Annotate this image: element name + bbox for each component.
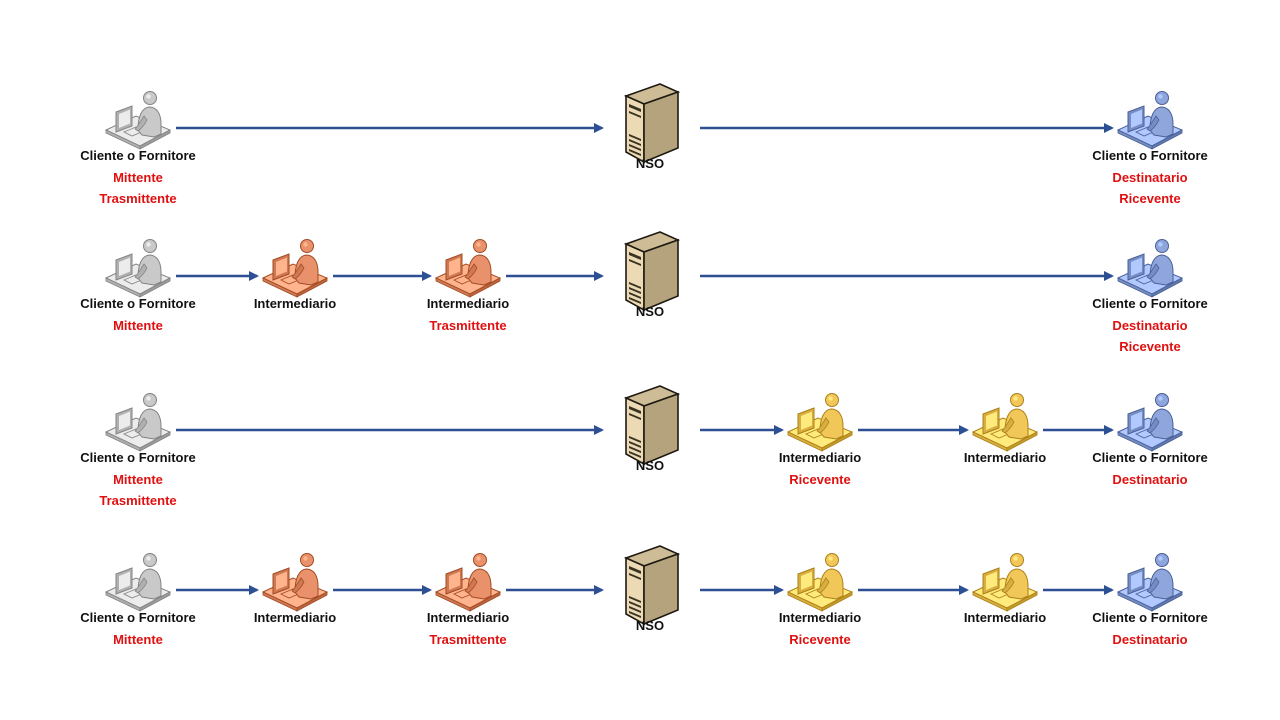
- node-name-label: Intermediario: [963, 450, 1047, 465]
- node-name-label: Cliente o Fornitore: [1092, 148, 1208, 163]
- node-name-label: Intermediario: [778, 450, 862, 465]
- node-name-label: Cliente o Fornitore: [80, 450, 196, 465]
- role-label: Ricevente: [789, 472, 851, 487]
- person-at-computer-icon: [1116, 91, 1184, 150]
- node-name-label: Cliente o Fornitore: [1092, 296, 1208, 311]
- person-at-computer-icon: [104, 91, 172, 150]
- person-at-computer-icon: [786, 393, 854, 452]
- node-name-label: Intermediario: [963, 610, 1047, 625]
- role-label: Mittente: [113, 318, 163, 333]
- role-label: Ricevente: [789, 632, 851, 647]
- role-label: Mittente: [113, 632, 163, 647]
- role-label: Trasmittente: [99, 493, 177, 508]
- node-name-label: Intermediario: [426, 296, 510, 311]
- role-label: Mittente: [113, 170, 163, 185]
- server-icon: [623, 545, 681, 626]
- server-icon: [623, 83, 681, 164]
- person-at-computer-icon: [104, 553, 172, 612]
- role-label: Trasmittente: [99, 191, 177, 206]
- person-at-computer-icon: [1116, 393, 1184, 452]
- person-at-computer-icon: [434, 239, 502, 298]
- role-label: Ricevente: [1119, 339, 1181, 354]
- person-at-computer-icon: [104, 393, 172, 452]
- node-name-label: Intermediario: [253, 610, 337, 625]
- node-name-label: Cliente o Fornitore: [80, 296, 196, 311]
- role-label: Mittente: [113, 472, 163, 487]
- node-name-label: Cliente o Fornitore: [80, 148, 196, 163]
- role-label: Trasmittente: [429, 318, 507, 333]
- person-at-computer-icon: [1116, 553, 1184, 612]
- person-at-computer-icon: [434, 553, 502, 612]
- nso-label: NSO: [635, 458, 665, 473]
- node-name-label: Intermediario: [253, 296, 337, 311]
- role-label: Destinatario: [1112, 632, 1188, 647]
- role-label: Trasmittente: [429, 632, 507, 647]
- node-name-label: Intermediario: [426, 610, 510, 625]
- node-name-label: Cliente o Fornitore: [80, 610, 196, 625]
- server-icon: [623, 231, 681, 312]
- role-label: Destinatario: [1112, 318, 1188, 333]
- person-at-computer-icon: [786, 553, 854, 612]
- person-at-computer-icon: [971, 553, 1039, 612]
- node-name-label: Cliente o Fornitore: [1092, 610, 1208, 625]
- nso-label: NSO: [635, 618, 665, 633]
- person-at-computer-icon: [1116, 239, 1184, 298]
- role-label: Ricevente: [1119, 191, 1181, 206]
- person-at-computer-icon: [104, 239, 172, 298]
- role-label: Destinatario: [1112, 170, 1188, 185]
- server-icon: [623, 385, 681, 466]
- nso-label: NSO: [635, 304, 665, 319]
- nso-label: NSO: [635, 156, 665, 171]
- person-at-computer-icon: [971, 393, 1039, 452]
- person-at-computer-icon: [261, 239, 329, 298]
- role-label: Destinatario: [1112, 472, 1188, 487]
- node-name-label: Cliente o Fornitore: [1092, 450, 1208, 465]
- person-at-computer-icon: [261, 553, 329, 612]
- node-name-label: Intermediario: [778, 610, 862, 625]
